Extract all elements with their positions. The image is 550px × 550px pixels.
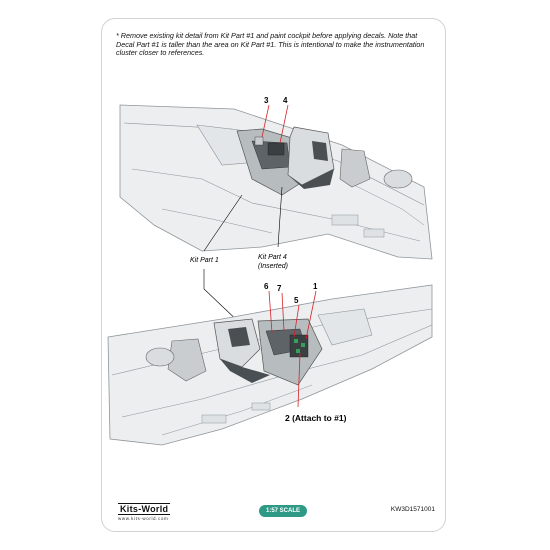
- kit-part-4-leader: [277, 186, 283, 248]
- kit-part-1-leader: [203, 194, 243, 252]
- kit-part-4-inserted-label: (Inserted): [258, 263, 288, 270]
- callout-7: 7: [277, 284, 282, 293]
- callout-3: 3: [264, 96, 269, 105]
- kits-world-logo: Kits-World www.kits-world.com: [118, 503, 171, 521]
- product-code: KW3D1571001: [390, 506, 435, 513]
- kit-part-4-label: Kit Part 4: [258, 254, 287, 261]
- scale-badge: 1:57 SCALE: [259, 505, 308, 517]
- callout-5: 5: [294, 296, 299, 305]
- callout-4: 4: [283, 96, 288, 105]
- kit-part-1-label: Kit Part 1: [190, 257, 219, 264]
- logo-name: Kits-World: [118, 503, 171, 515]
- callout-3-leader: [261, 104, 270, 138]
- callout-2-attach: 2 (Attach to #1): [285, 413, 347, 423]
- logo-url: www.kits-world.com: [118, 516, 169, 521]
- bottom-fuselage-view: [107, 284, 433, 446]
- callout-1: 1: [313, 282, 318, 291]
- cockpit-diagram: 3 4 Kit Part 1 Kit Part 4 (Inserted): [107, 96, 433, 446]
- instruction-sheet: * Remove existing kit detail from Kit Pa…: [101, 18, 446, 532]
- callout-4-leader: [279, 104, 289, 144]
- top-fuselage-view: [119, 104, 433, 260]
- instruction-note: * Remove existing kit detail from Kit Pa…: [116, 31, 425, 58]
- callout-6: 6: [264, 282, 269, 291]
